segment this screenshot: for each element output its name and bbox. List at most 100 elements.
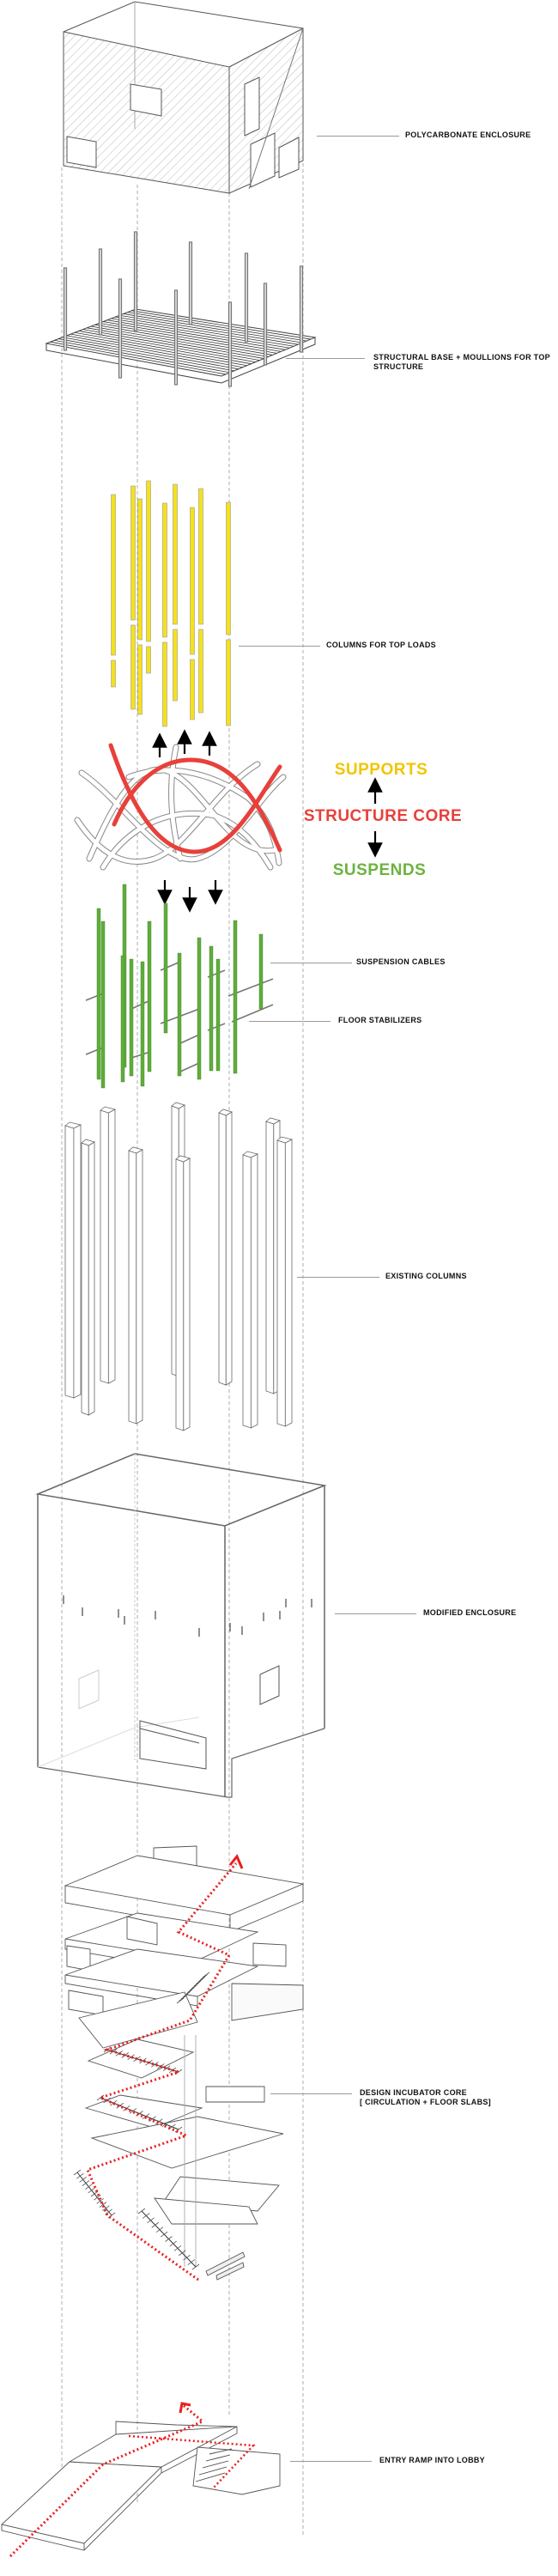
- column-face: [250, 1153, 258, 1429]
- stair-tread: [96, 2198, 104, 2204]
- base-slat: [99, 322, 277, 354]
- leader-line: [249, 1021, 331, 1022]
- column-face: [276, 1139, 286, 1427]
- stair-tread: [202, 1971, 210, 1978]
- legend-suspends: SUSPENDS: [332, 861, 427, 879]
- label-suspension-cables: SUSPENSION CABLES: [356, 957, 446, 966]
- existing-column: [100, 1106, 117, 1384]
- base-slat: [111, 318, 290, 349]
- stair-tread: [116, 2102, 124, 2109]
- column-face: [81, 1142, 89, 1416]
- mullion: [188, 241, 193, 325]
- leader-line: [286, 358, 365, 359]
- circulation-arrowhead: [228, 1854, 244, 1869]
- mullion: [118, 278, 123, 379]
- column-face: [107, 1109, 116, 1384]
- stair-tread: [137, 2208, 146, 2215]
- yellow-column: [173, 629, 178, 702]
- suspension-cable: [258, 933, 264, 1010]
- mullion: [98, 248, 103, 336]
- column-top: [265, 1117, 282, 1125]
- stair-tread: [143, 2213, 150, 2219]
- stair-tread: [185, 1989, 193, 1996]
- existing-column: [81, 1139, 95, 1416]
- column-top: [175, 1155, 191, 1163]
- floor-stabilizer: [179, 1062, 200, 1072]
- modified-enclosure: [35, 1453, 327, 1798]
- yellow-column: [146, 646, 151, 674]
- base-slat: [119, 314, 299, 345]
- stair-tread: [147, 2217, 155, 2224]
- label-design-incubator-core: DESIGN INCUBATOR CORE [ CIRCULATION + FL…: [360, 2088, 491, 2107]
- suspension-cable: [197, 937, 202, 1080]
- stair-tread: [161, 2121, 170, 2128]
- yellow-column: [162, 502, 167, 638]
- base-slat: [131, 310, 312, 340]
- stair-tread: [136, 2111, 143, 2117]
- suspension-cable: [129, 958, 134, 1077]
- stair-tread: [193, 1980, 202, 1987]
- column-face: [265, 1121, 275, 1394]
- suspension-cable: [147, 920, 152, 1072]
- stair-tread: [82, 2180, 90, 2186]
- stair-tread: [73, 2169, 82, 2176]
- yellow-column: [190, 507, 195, 655]
- stair-tread: [105, 2208, 112, 2215]
- mullion: [63, 267, 68, 351]
- existing-column: [218, 1109, 233, 1386]
- stair-tread: [179, 1996, 186, 2002]
- column-face: [183, 1157, 191, 1431]
- mullion: [244, 252, 249, 343]
- stair-tread: [187, 1987, 195, 1993]
- base-slat: [78, 331, 256, 363]
- yellow-column: [198, 629, 203, 714]
- stair-tread: [173, 2245, 182, 2251]
- label-line: STRUCTURAL BASE + MOULLIONS FOR TOP: [373, 353, 550, 361]
- circulation-arrowhead: [179, 2402, 191, 2414]
- mullion: [263, 283, 268, 366]
- stair-flight: [176, 1971, 210, 2004]
- yellow-column: [226, 501, 231, 635]
- column-top: [242, 1151, 259, 1158]
- column-face: [284, 1139, 293, 1427]
- stair-tread: [174, 2126, 183, 2133]
- stair-tread: [102, 2205, 110, 2211]
- structural-base: [45, 231, 317, 387]
- base-slat: [123, 313, 303, 343]
- stair-tread: [191, 1983, 199, 1989]
- stair-tread: [151, 2221, 159, 2228]
- suspension-cable: [96, 908, 101, 1080]
- stair-tread: [79, 2177, 87, 2183]
- stair-tread: [165, 2236, 173, 2242]
- design-incubator-core: [64, 1845, 305, 2281]
- suspension-cables: [96, 884, 264, 1089]
- base-slat: [54, 339, 230, 374]
- base-slat: [62, 337, 239, 370]
- stair-tread: [109, 2099, 118, 2106]
- yellow-column: [130, 624, 136, 710]
- column-face: [242, 1154, 252, 1429]
- base-slat: [127, 312, 307, 342]
- label-line: STRUCTURE: [373, 362, 424, 371]
- yellow-column: [137, 498, 143, 641]
- entry-circulation-path: [128, 2434, 256, 2489]
- column-face: [100, 1109, 109, 1384]
- stair-tread: [85, 2184, 93, 2190]
- existing-column: [128, 1146, 144, 1425]
- support-arrows: [152, 729, 217, 757]
- legend-supports: SUPPORTS: [334, 761, 428, 779]
- label-columns-top-loads: COLUMNS FOR TOP LOADS: [326, 641, 436, 649]
- suspension-cable: [120, 955, 125, 1083]
- column-face: [64, 1125, 75, 1399]
- yellow-column: [198, 488, 203, 625]
- mullion: [227, 301, 233, 387]
- existing-column: [276, 1136, 294, 1427]
- base-slat: [58, 338, 234, 372]
- leader-line: [270, 2093, 352, 2094]
- leader-line: [297, 1277, 379, 1278]
- floor-stabilizer: [160, 961, 181, 971]
- stair-tread: [196, 1978, 203, 1984]
- stair-tread: [151, 2062, 159, 2068]
- floor-stabilizer: [179, 1034, 200, 1044]
